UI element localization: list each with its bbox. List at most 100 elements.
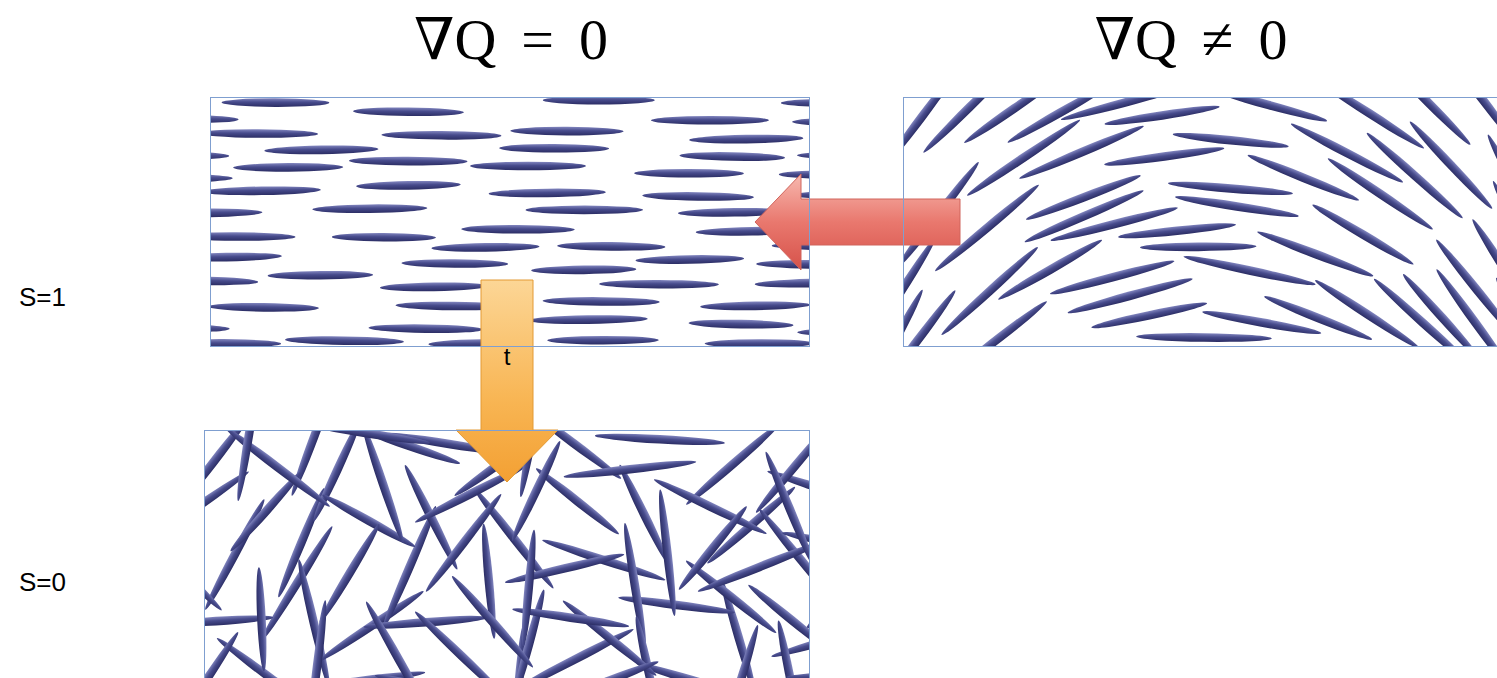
molecule xyxy=(1469,217,1497,322)
molecule xyxy=(234,430,264,502)
molecule xyxy=(210,339,281,347)
molecule xyxy=(210,232,295,241)
molecule xyxy=(1489,179,1497,304)
molecule xyxy=(903,97,962,168)
molecule xyxy=(499,144,609,153)
molecule xyxy=(1313,277,1422,347)
molecule xyxy=(700,301,810,311)
molecule xyxy=(1183,252,1317,288)
molecule xyxy=(353,107,464,117)
molecule xyxy=(1492,276,1497,347)
molecule xyxy=(1263,292,1374,343)
molecule xyxy=(368,324,482,334)
molecule xyxy=(504,550,625,586)
molecule xyxy=(210,186,321,197)
molecule xyxy=(210,323,230,333)
molecule xyxy=(332,233,436,242)
molecule xyxy=(511,625,636,678)
order-parameter: S=0 xyxy=(19,567,143,598)
molecule xyxy=(210,252,282,263)
text-slot: t xyxy=(504,343,511,372)
molecule xyxy=(1433,237,1497,342)
molecule xyxy=(756,260,810,270)
molecule xyxy=(651,116,769,125)
molecule xyxy=(519,529,538,646)
molecule xyxy=(1104,144,1225,169)
molecule xyxy=(996,236,1104,303)
molecule xyxy=(762,450,810,567)
molecule xyxy=(797,151,810,160)
molecule xyxy=(779,170,810,179)
molecule xyxy=(210,174,233,183)
molecule xyxy=(362,600,435,678)
molecule xyxy=(374,671,489,678)
molecule xyxy=(1090,299,1208,332)
molecule xyxy=(557,241,665,251)
molecule xyxy=(634,169,744,178)
molecule xyxy=(285,335,404,346)
molecule xyxy=(356,180,461,190)
molecule xyxy=(1140,242,1256,252)
molecule xyxy=(1325,155,1435,233)
molecule xyxy=(781,98,810,107)
molecule xyxy=(903,288,926,347)
molecule xyxy=(233,163,343,172)
molecule xyxy=(210,302,319,312)
text-slot: S=1 xyxy=(19,282,143,313)
molecule xyxy=(555,658,660,678)
molecule xyxy=(306,430,430,447)
molecule xyxy=(412,609,511,678)
molecule xyxy=(792,118,810,127)
molecule xyxy=(1174,193,1299,221)
molecule xyxy=(305,600,330,678)
molecule xyxy=(210,275,258,286)
sample-panel: S=0 xyxy=(204,430,810,678)
molecule xyxy=(599,280,719,289)
molecule xyxy=(1168,179,1294,198)
molecule xyxy=(431,242,539,252)
molecule xyxy=(696,538,810,595)
molecule xyxy=(797,328,810,337)
gradient-condition: ∇Q ≠ 0 xyxy=(989,5,1393,75)
sample-panel: ∇Q = 0S=1 xyxy=(210,97,810,347)
molecule xyxy=(1400,271,1485,347)
molecule xyxy=(1444,97,1497,150)
molecule xyxy=(755,278,810,289)
molecule xyxy=(563,458,697,481)
molecule xyxy=(786,669,810,678)
text-slot: S=0 xyxy=(19,567,143,598)
molecule xyxy=(380,282,488,292)
molecule xyxy=(222,98,330,107)
splayed-molecules xyxy=(903,97,1497,347)
gradient-condition: ∇Q = 0 xyxy=(309,5,713,75)
molecule xyxy=(528,315,648,325)
molecule xyxy=(543,297,660,307)
molecule xyxy=(621,522,650,650)
text-slot: ∇Q = 0 xyxy=(309,5,713,75)
molecule xyxy=(461,225,574,234)
molecule xyxy=(359,430,407,544)
molecule xyxy=(401,259,508,268)
molecule xyxy=(210,114,239,124)
molecule xyxy=(489,188,606,198)
molecule xyxy=(1172,130,1289,151)
molecule xyxy=(705,339,810,347)
molecule xyxy=(689,319,794,330)
molecule xyxy=(1484,133,1497,251)
text-slot: ∇Q ≠ 0 xyxy=(989,5,1393,75)
molecule xyxy=(1209,97,1329,125)
molecule xyxy=(689,134,803,144)
time-arrow xyxy=(456,280,558,482)
molecule xyxy=(381,131,501,141)
molecule xyxy=(531,265,636,275)
molecule xyxy=(210,150,229,160)
molecule xyxy=(679,151,785,162)
molecule xyxy=(288,430,341,497)
molecule xyxy=(920,97,1018,156)
molecule xyxy=(310,430,365,523)
molecule xyxy=(349,156,467,165)
order-parameter: S=1 xyxy=(19,282,143,313)
